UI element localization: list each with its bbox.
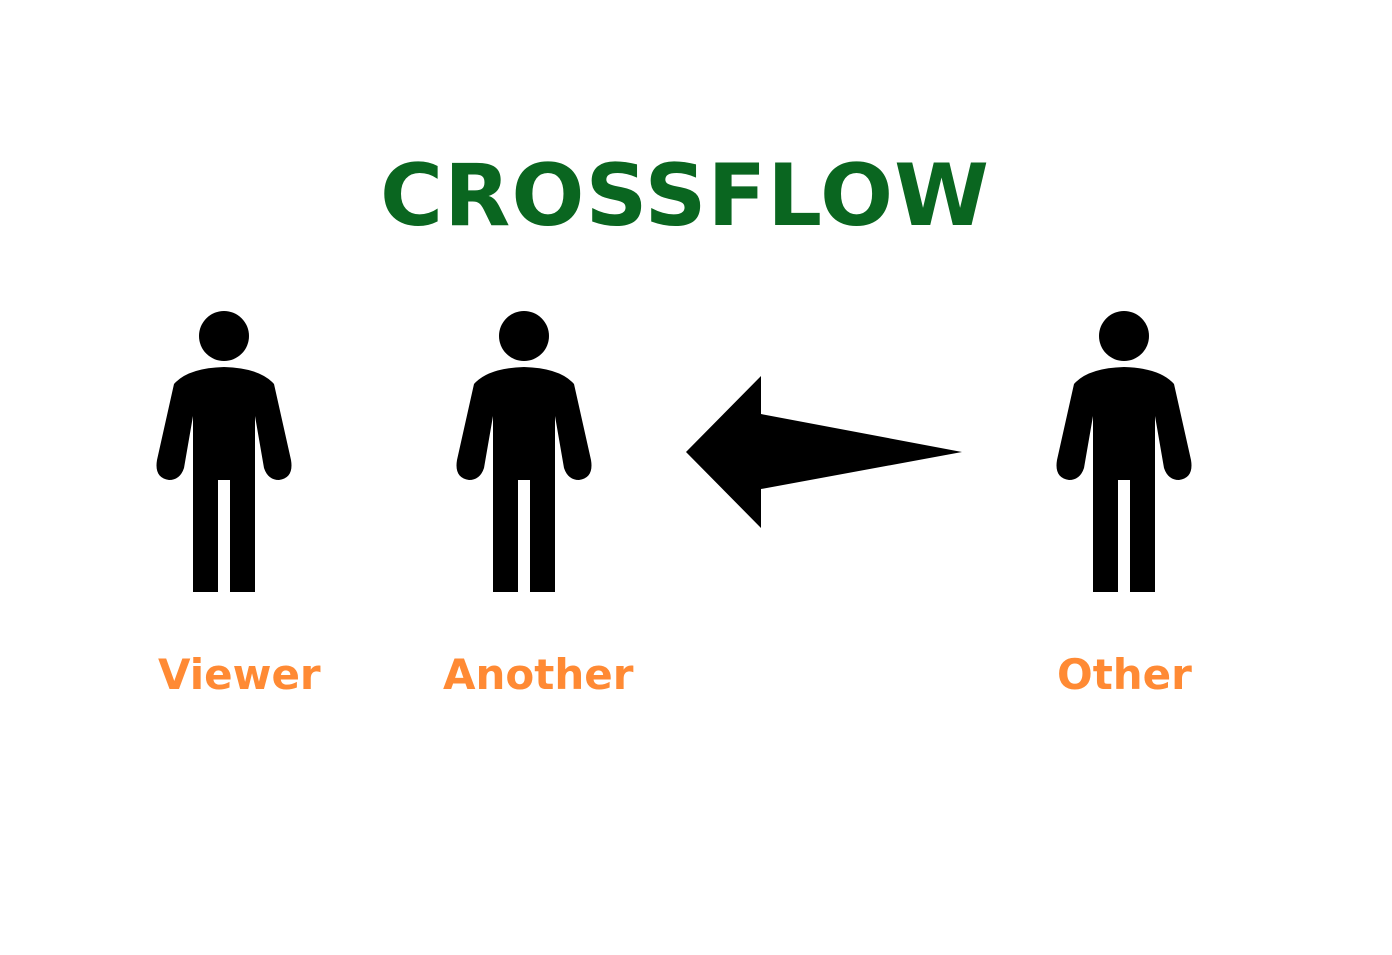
viewer-label: Viewer [158,650,321,699]
person-icon [156,311,292,592]
person-icon [1056,311,1192,592]
another-label: Another [443,650,634,699]
arrow-left-icon [686,376,962,528]
other-label: Other [1057,650,1192,699]
diagram-title: CROSSFLOW [380,146,990,246]
person-icon [456,311,592,592]
